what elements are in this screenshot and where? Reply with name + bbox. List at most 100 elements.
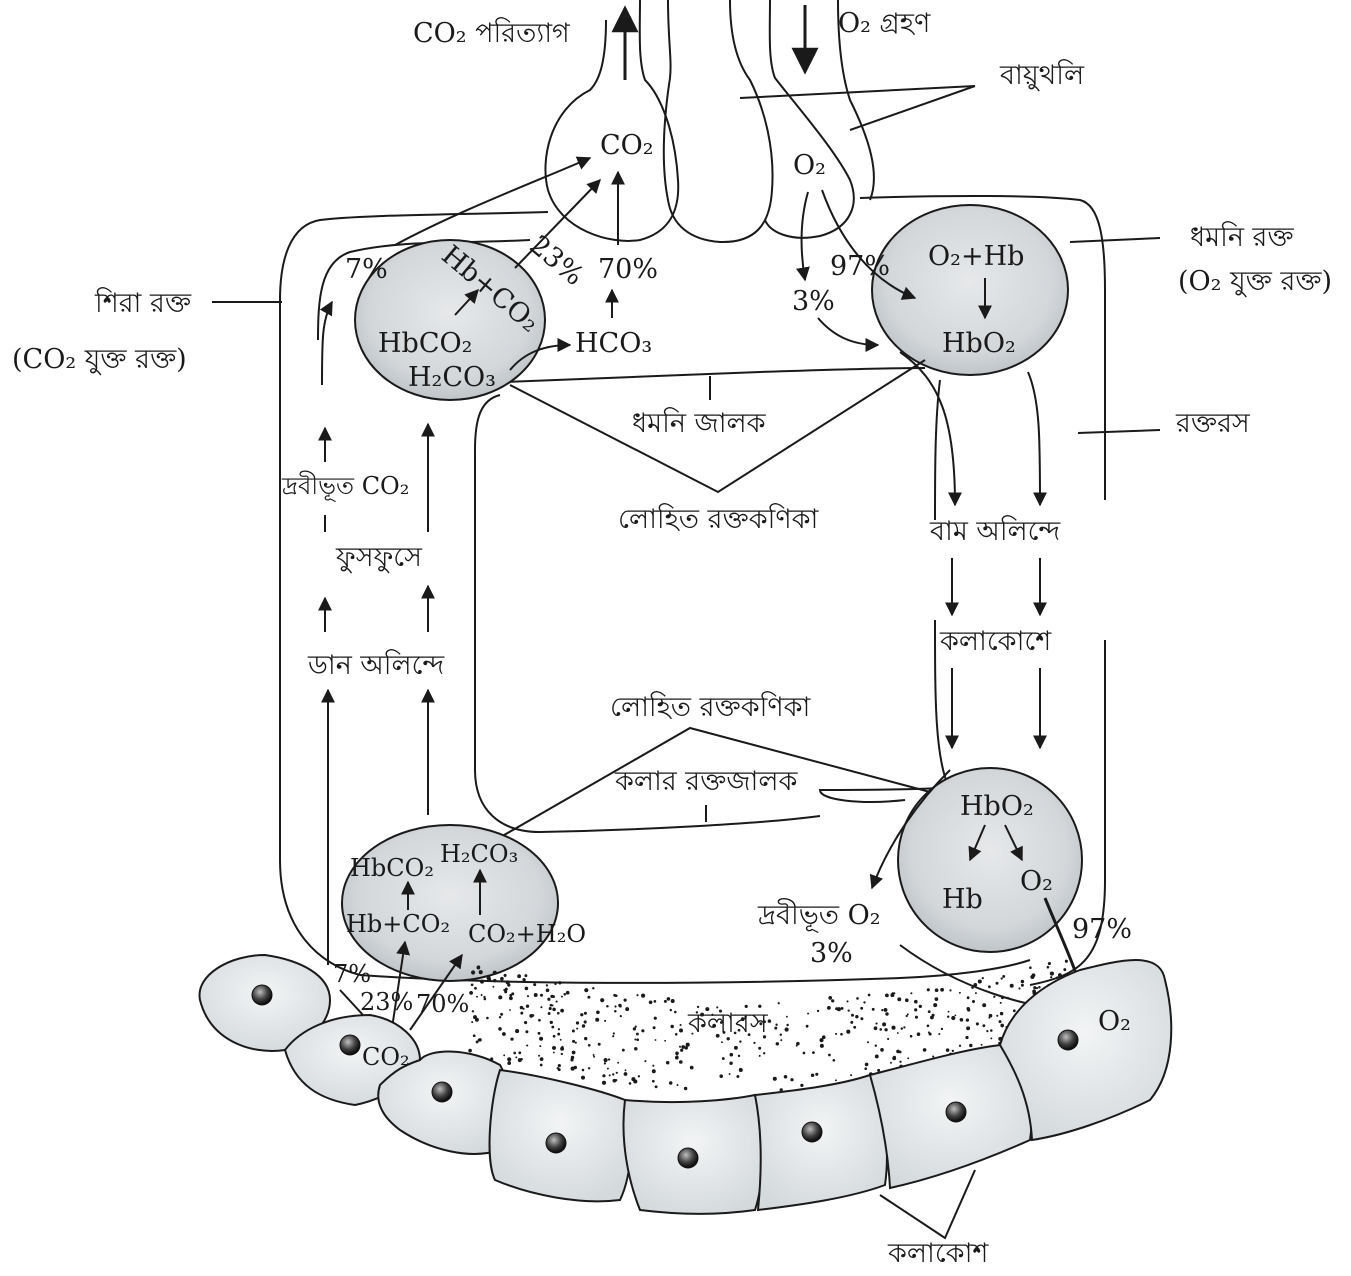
stipple-dot bbox=[679, 1060, 683, 1064]
stipple-dot bbox=[863, 1001, 865, 1003]
stipple-dot bbox=[1048, 962, 1051, 965]
stipple-dot bbox=[582, 1024, 585, 1027]
stipple-dot bbox=[885, 994, 889, 998]
stipple-dot bbox=[527, 995, 529, 997]
stipple-dot bbox=[1002, 975, 1005, 978]
stipple-dot bbox=[596, 1010, 600, 1014]
stipple-dot bbox=[914, 1008, 917, 1011]
stipple-dot bbox=[636, 1033, 639, 1036]
plasma-label: রক্তরস bbox=[1175, 408, 1251, 439]
stipple-dot bbox=[928, 1010, 931, 1013]
stipple-dot bbox=[471, 1021, 473, 1023]
stipple-dot bbox=[729, 1073, 731, 1075]
stipple-dot bbox=[978, 979, 982, 983]
stipple-dot bbox=[593, 1054, 595, 1056]
stipple-dot bbox=[891, 1026, 895, 1030]
stipple-dot bbox=[564, 993, 567, 996]
stipple-dot bbox=[635, 1026, 637, 1028]
stipple-dot bbox=[684, 1087, 687, 1090]
stipple-dot bbox=[877, 1069, 880, 1072]
stipple-dot bbox=[1001, 977, 1003, 979]
stipple-dot bbox=[552, 1046, 556, 1050]
stipple-dot bbox=[540, 994, 543, 997]
stipple-dot bbox=[1058, 973, 1062, 977]
stipple-dot bbox=[602, 1081, 606, 1085]
stipple-dot bbox=[525, 1030, 528, 1033]
br-hb: Hb bbox=[942, 884, 983, 915]
stipple-dot bbox=[554, 983, 556, 985]
stipple-dot bbox=[540, 1057, 544, 1061]
stipple-dot bbox=[638, 1075, 640, 1077]
stipple-dot bbox=[561, 996, 563, 998]
stipple-dot bbox=[584, 988, 588, 992]
stipple-dot bbox=[780, 1039, 782, 1041]
stipple-dot bbox=[471, 983, 474, 986]
stipple-dot bbox=[940, 988, 944, 992]
stipple-dot bbox=[933, 1003, 937, 1007]
stipple-dot bbox=[624, 999, 627, 1002]
stipple-dot bbox=[510, 1037, 513, 1040]
stipple-dot bbox=[525, 987, 529, 991]
stipple-dot bbox=[1047, 966, 1050, 969]
stipple-dot bbox=[690, 1066, 694, 1070]
stipple-dot bbox=[546, 984, 548, 986]
stipple-dot bbox=[890, 993, 894, 997]
tissue-fluid-label: কলারস bbox=[687, 1008, 769, 1039]
stipple-dot bbox=[476, 996, 478, 998]
stipple-dot bbox=[616, 1072, 618, 1074]
stipple-dot bbox=[671, 999, 675, 1003]
stipple-dot bbox=[674, 1011, 677, 1014]
stipple-dot bbox=[865, 1063, 869, 1067]
stipple-dot bbox=[860, 1007, 863, 1010]
stipple-dot bbox=[881, 1009, 883, 1011]
stipple-dot bbox=[807, 1013, 809, 1015]
stipple-dot bbox=[666, 1061, 669, 1064]
stipple-dot bbox=[996, 1015, 998, 1017]
stipple-dot bbox=[817, 1010, 819, 1012]
stipple-dot bbox=[721, 1041, 723, 1043]
stipple-dot bbox=[935, 988, 939, 992]
stipple-dot bbox=[557, 1033, 560, 1036]
stipple-dot bbox=[949, 989, 951, 991]
bl-pct-7: 7% bbox=[333, 960, 371, 988]
rbc-top-h2co3: H₂CO₃ bbox=[408, 362, 496, 393]
cell-nucleus bbox=[340, 1035, 360, 1055]
stipple-dot bbox=[515, 1029, 519, 1033]
stipple-dot bbox=[518, 1058, 522, 1062]
stipple-dot bbox=[828, 996, 832, 1000]
stipple-dot bbox=[608, 1058, 610, 1060]
stipple-dot bbox=[832, 1059, 835, 1062]
stipple-dot bbox=[800, 1084, 803, 1087]
stipple-dot bbox=[965, 1036, 968, 1039]
stipple-dot bbox=[533, 983, 536, 986]
arterial-blood-note: (O₂ যুক্ত রক্ত) bbox=[1178, 266, 1332, 297]
stipple-dot bbox=[483, 998, 486, 1001]
stipple-dot bbox=[619, 1005, 622, 1008]
stipple-dot bbox=[910, 1035, 913, 1038]
stipple-dot bbox=[538, 1032, 541, 1035]
stipple-dot bbox=[499, 1016, 501, 1018]
stipple-dot bbox=[498, 1027, 502, 1031]
br-hbo2: HbO₂ bbox=[960, 791, 1034, 822]
stipple-dot bbox=[588, 1044, 591, 1047]
stipple-dot bbox=[517, 974, 521, 978]
stipple-dot bbox=[584, 1020, 587, 1023]
stipple-dot bbox=[620, 1015, 622, 1017]
to-lungs-label: ফুসফুসে bbox=[335, 542, 423, 573]
stipple-dot bbox=[582, 1069, 585, 1072]
stipple-dot bbox=[652, 1069, 656, 1073]
stipple-dot bbox=[786, 1016, 788, 1018]
o2-intake-label: O₂ গ্রহণ bbox=[838, 8, 931, 39]
stipple-dot bbox=[547, 998, 550, 1001]
stipple-dot bbox=[896, 1050, 900, 1054]
stipple-dot bbox=[558, 1028, 560, 1030]
stipple-dot bbox=[576, 1028, 578, 1030]
stipple-dot bbox=[868, 994, 871, 997]
stipple-dot bbox=[1013, 1009, 1016, 1012]
stipple-dot bbox=[893, 1056, 896, 1059]
stipple-dot bbox=[664, 1000, 667, 1003]
alveolus-co2: CO₂ bbox=[600, 130, 654, 161]
stipple-dot bbox=[556, 1001, 558, 1003]
stipple-dot bbox=[941, 1028, 943, 1030]
arterial-pct-3: 3% bbox=[792, 286, 835, 317]
